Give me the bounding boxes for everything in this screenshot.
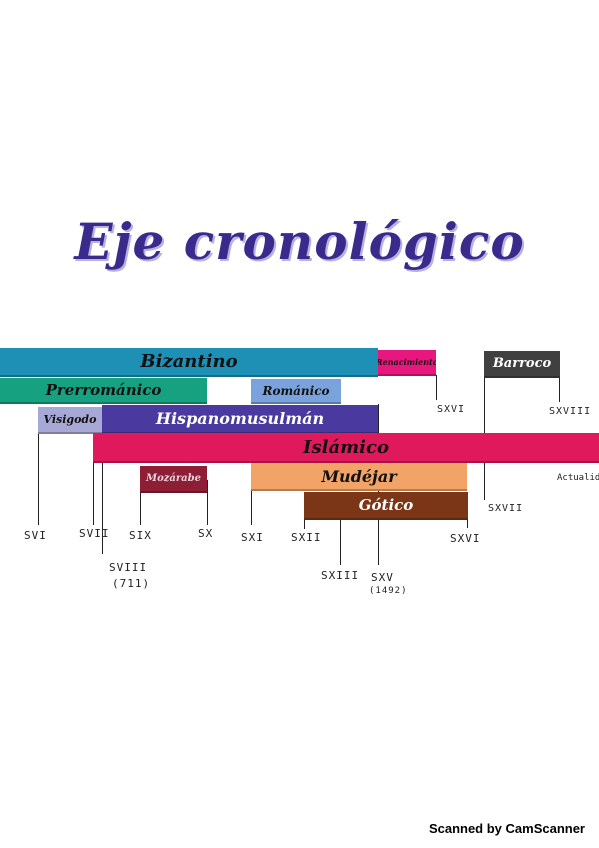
tick-sxvi-top (436, 375, 437, 400)
bar-romanico: Románico (251, 379, 341, 404)
century-label-sxvi: SXVI (450, 532, 481, 545)
tick-sxii (304, 515, 305, 529)
century-label-sxviii: SXVIII (549, 406, 592, 417)
bar-mozarabe: Mozárabe (140, 466, 207, 493)
bar-gotico: Gótico (304, 492, 468, 520)
century-label-actualidad: Actualidad (557, 473, 599, 483)
bar-mudejar-label: Mudéjar (321, 466, 397, 486)
bar-hispanomusulman: Hispanomusulmán (102, 405, 378, 434)
tick-sxi (251, 461, 252, 525)
bar-islamico-label: Islámico (303, 436, 389, 458)
bar-visigodo-label: Visigodo (43, 413, 97, 426)
bar-renacimiento-label: Renacimiento (378, 357, 436, 367)
tick-svi (38, 413, 39, 525)
century-label-svii: SVII (79, 527, 110, 540)
footer-scanner-note: Scanned by CamScanner (428, 821, 585, 836)
bar-prerromanico: Prerrománico (0, 378, 207, 404)
tick-sx (207, 480, 208, 525)
century-label-sxi: SXI (241, 531, 264, 544)
bar-gotico-label: Gótico (358, 496, 414, 514)
bar-bizantino-label: Bizantino (140, 351, 238, 372)
bar-romanico-label: Románico (262, 383, 330, 398)
tick-sviii (102, 461, 103, 554)
century-note-sviii: (711) (112, 577, 151, 590)
century-label-svi: SVI (24, 529, 47, 542)
bar-renacimiento: Renacimiento (378, 350, 436, 376)
bar-visigodo: Visigodo (38, 407, 102, 434)
century-label-sxv: SXV (371, 571, 394, 584)
century-label-sxvii: SXVII (488, 503, 524, 514)
tick-sxviii (559, 378, 560, 402)
century-note-sxv: (1492) (369, 586, 408, 596)
bar-barroco: Barroco (484, 351, 560, 378)
century-label-sxvi-top: SXVI (437, 404, 466, 415)
bar-mozarabe-label: Mozárabe (146, 473, 201, 484)
tick-six (140, 490, 141, 525)
bar-bizantino: Bizantino (0, 348, 378, 377)
bar-hispanomusulman-label: Hispanomusulmán (155, 409, 325, 428)
century-label-sxiii: SXIII (321, 569, 360, 582)
century-label-sx: SX (198, 527, 214, 540)
bar-mudejar: Mudéjar (251, 463, 467, 491)
bar-prerromanico-label: Prerrománico (45, 381, 162, 399)
bar-barroco-label: Barroco (492, 356, 552, 371)
century-label-sviii: SVIII (109, 561, 148, 574)
century-label-six: SIX (129, 529, 152, 542)
tick-sxiii (340, 515, 341, 565)
century-label-sxii: SXII (291, 531, 322, 544)
page-title: Eje cronológico (74, 212, 525, 271)
bar-islamico: Islámico (93, 433, 599, 463)
tick-svii (93, 413, 94, 525)
